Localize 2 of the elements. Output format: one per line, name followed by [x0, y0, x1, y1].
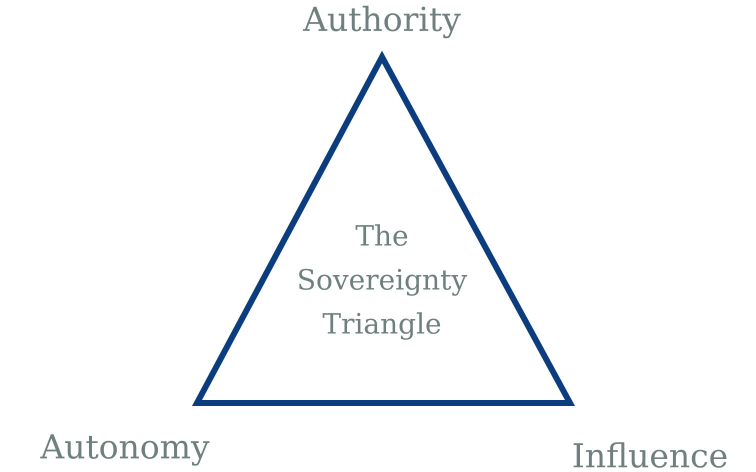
vertex-label: Autonomy [40, 434, 210, 466]
vertex-label: Influence [574, 442, 727, 468]
